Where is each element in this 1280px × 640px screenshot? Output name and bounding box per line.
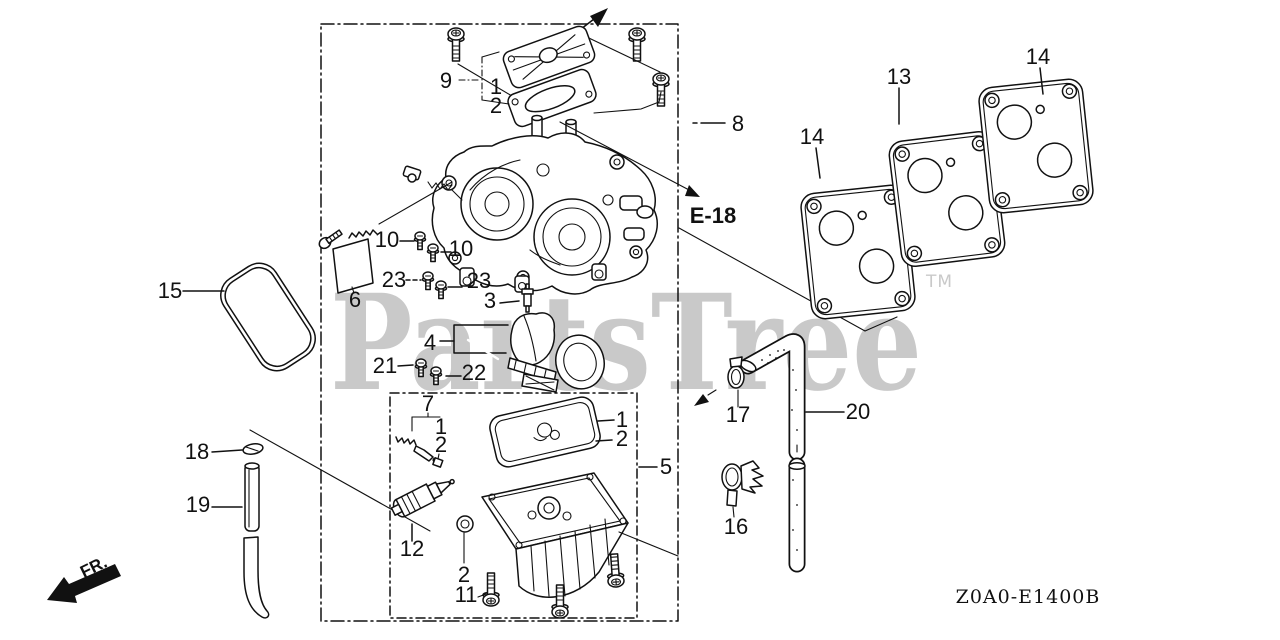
part-drain-tube-19	[211, 462, 270, 619]
part-main-jet-set-7	[395, 436, 444, 468]
part-pump-12	[390, 478, 455, 518]
fr-direction-arrow: FR.	[47, 553, 121, 603]
callout-18-17[interactable]: 18	[185, 439, 209, 464]
callout-23-11[interactable]: 23	[382, 267, 406, 292]
diagram-code: Z0A0-E1400B	[956, 586, 1101, 608]
callout-14-6[interactable]: 14	[1026, 44, 1050, 69]
leaders-gaskets	[815, 67, 1044, 179]
callout-22-16[interactable]: 22	[462, 360, 486, 385]
part-gasket-14-right	[976, 77, 1096, 215]
callout-2-21[interactable]: 2	[435, 432, 447, 457]
callout-14-4[interactable]: 14	[800, 124, 824, 149]
float-chamber-set-boundary	[389, 392, 638, 619]
part-washer-2	[456, 515, 474, 564]
part-clip-16	[721, 460, 764, 518]
callout-15-7[interactable]: 15	[158, 278, 182, 303]
callout-17-28[interactable]: 17	[726, 402, 750, 427]
leader-to-gaskets	[678, 227, 898, 332]
callout-1-22[interactable]: 1	[616, 407, 628, 432]
callout-1-1[interactable]: 1	[490, 74, 502, 99]
callout-7-19[interactable]: 7	[422, 391, 434, 416]
part-pin-set-4	[439, 324, 509, 361]
part-screws-23	[405, 271, 463, 300]
callout-3-13[interactable]: 3	[484, 288, 496, 313]
watermark-tm: TM	[925, 272, 953, 292]
part-o-ring-15	[220, 262, 316, 372]
hose-stipple	[761, 349, 798, 551]
part-insulator-plate	[502, 25, 596, 89]
callout-12-25[interactable]: 12	[400, 536, 424, 561]
part-tube-clip-18	[211, 443, 264, 455]
part-screws-21-22	[397, 358, 462, 386]
e18-leader-arrow	[559, 121, 700, 197]
part-bowl-gasket	[489, 396, 601, 468]
part-float-chamber-bowl	[481, 472, 629, 598]
outer-assembly-boundary	[320, 23, 679, 622]
callout-20-29[interactable]: 20	[846, 399, 870, 424]
callout-9-0[interactable]: 9	[440, 68, 452, 93]
callout-8-3[interactable]: 8	[732, 111, 744, 136]
callout-4-14[interactable]: 4	[424, 330, 436, 355]
callout-10-10[interactable]: 10	[449, 236, 473, 261]
part-throttle-lower-body	[507, 312, 605, 393]
callout-11-27[interactable]: 11	[455, 582, 478, 607]
reference-label: E-18	[690, 203, 736, 228]
part-float-valve-3	[499, 283, 534, 313]
part-screw-set-6	[318, 181, 453, 294]
callout-23-12[interactable]: 23	[467, 268, 491, 293]
callout-2-23[interactable]: 2	[616, 426, 628, 451]
callout-21-15[interactable]: 21	[373, 353, 397, 378]
callout-2-26[interactable]: 2	[458, 562, 470, 587]
part-clamp-17	[694, 356, 745, 408]
callout-16-30[interactable]: 16	[724, 514, 748, 539]
callout-13-5[interactable]: 13	[887, 64, 911, 89]
callout-bracket-9	[458, 51, 510, 105]
part-screws-10	[399, 231, 452, 263]
part-carburetor-body	[402, 132, 658, 295]
callout-1-20[interactable]: 1	[435, 414, 447, 439]
callout-bracket-7	[411, 412, 441, 460]
part-bowl-screws-11	[477, 552, 626, 619]
leaders-bowl-gasket	[595, 419, 615, 442]
part-hose-20	[739, 333, 845, 573]
callout-19-18[interactable]: 19	[186, 492, 210, 517]
callout-10-9[interactable]: 10	[375, 227, 399, 252]
callout-2-2[interactable]: 2	[490, 93, 502, 118]
callout-6-8[interactable]: 6	[349, 287, 361, 312]
part-carburetor-gasket-top	[507, 68, 597, 128]
callout-5-24[interactable]: 5	[660, 454, 672, 479]
leaders-bowl-misc	[618, 466, 679, 557]
